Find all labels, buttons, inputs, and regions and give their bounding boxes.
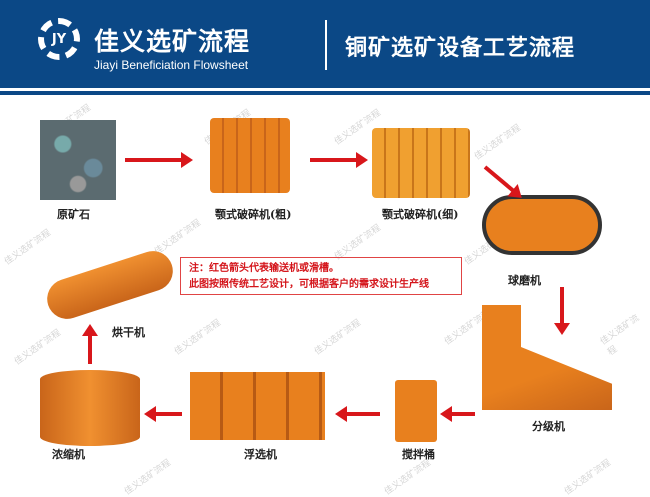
jaw-crusher-coarse-image — [210, 118, 290, 193]
dryer-image — [42, 245, 178, 325]
page-title: 铜矿选矿设备工艺流程 — [345, 35, 576, 61]
brand-name: 佳义选矿流程 — [94, 27, 251, 56]
step-label: 浮选机 — [244, 448, 277, 461]
flow-arrow — [310, 152, 368, 168]
raw-ore-image — [40, 120, 116, 200]
step-label: 搅拌桶 — [402, 448, 435, 461]
flotation-machine-image — [190, 372, 325, 440]
step-label: 颚式破碎机(细) — [382, 208, 459, 221]
step-label: 烘干机 — [112, 326, 145, 339]
watermark: 佳义选矿流程 — [562, 458, 613, 497]
flow-arrow — [125, 152, 193, 168]
watermark: 佳义选矿流程 — [598, 313, 642, 358]
brand-subtitle: Jiayi Beneficiation Flowsheet — [94, 58, 249, 72]
watermark: 佳义选矿流程 — [122, 458, 173, 497]
header-separator — [325, 20, 327, 70]
ball-mill-image — [482, 195, 602, 255]
flow-arrow — [483, 165, 516, 193]
flow-arrow — [560, 287, 564, 325]
watermark: 佳义选矿流程 — [312, 318, 363, 358]
watermark: 佳义选矿流程 — [172, 318, 223, 358]
classifier-image — [482, 305, 612, 410]
mixer-tank-image — [395, 380, 437, 442]
header-divider — [0, 91, 650, 95]
gear-logo-icon: JY — [38, 18, 80, 60]
note-box: 注：红色箭头代表输送机或滑槽。 此图按照传统工艺设计，可根据客户的需求设计生产线 — [180, 257, 462, 295]
logo-text: JY — [51, 31, 67, 47]
flow-arrow — [345, 412, 380, 416]
thickener-image — [40, 370, 140, 446]
note-line: 此图按照传统工艺设计，可根据客户的需求设计生产线 — [189, 279, 429, 290]
watermark: 佳义选矿流程 — [472, 123, 523, 163]
step-label: 球磨机 — [508, 274, 541, 287]
note-line: 注：红色箭头代表输送机或滑槽。 — [189, 263, 339, 274]
watermark: 佳义选矿流程 — [12, 328, 63, 368]
jaw-crusher-fine-image — [372, 128, 470, 198]
step-label: 颚式破碎机(粗) — [215, 208, 292, 221]
step-label: 浓缩机 — [52, 448, 85, 461]
flow-arrow — [88, 334, 92, 364]
flow-arrow — [450, 412, 475, 416]
step-label: 原矿石 — [57, 208, 90, 221]
watermark: 佳义选矿流程 — [2, 228, 53, 268]
flow-arrow — [154, 412, 182, 416]
header-divider — [0, 88, 650, 91]
step-label: 分级机 — [532, 420, 565, 433]
